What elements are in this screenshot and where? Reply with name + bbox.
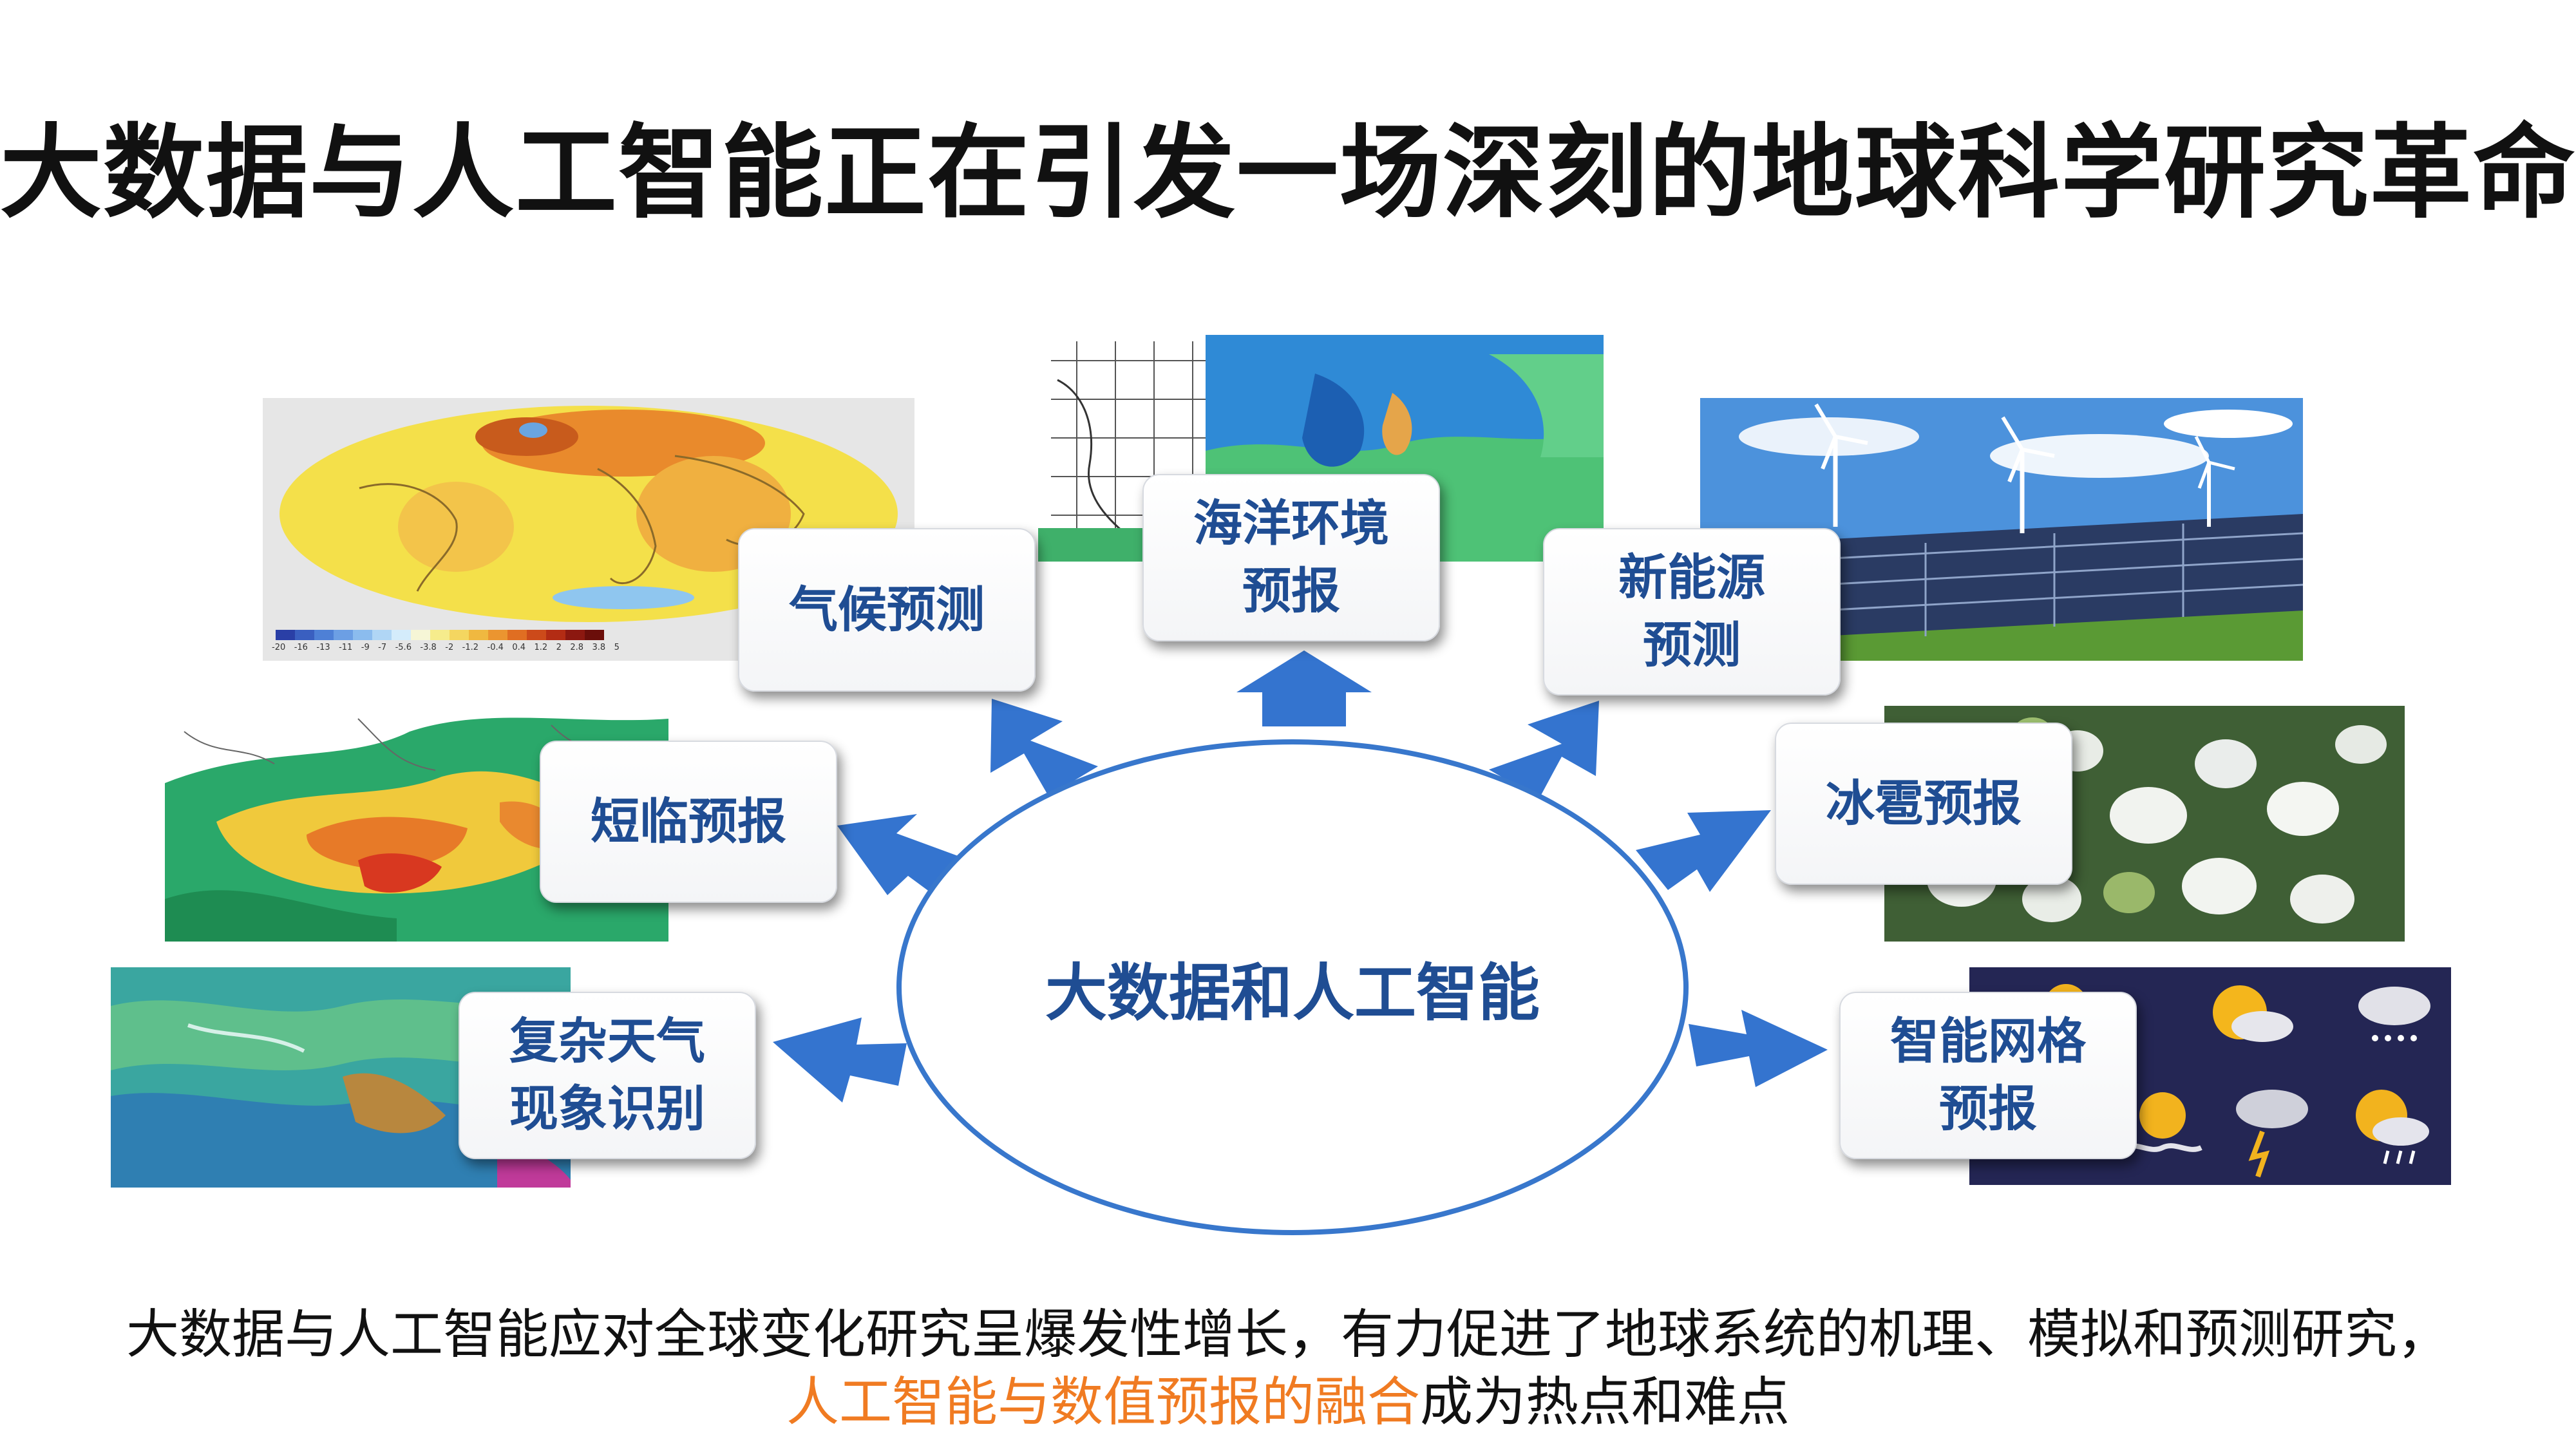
scale-tick: -16 xyxy=(294,643,308,652)
scale-tick: -5.6 xyxy=(395,643,412,652)
caption-highlight: 人工智能与数值预报的融合 xyxy=(786,1372,1420,1433)
node-complex: 复杂天气 现象识别 xyxy=(459,992,756,1159)
center-label: 大数据和人工智能 xyxy=(1045,956,1540,1029)
snow-cloud-icon xyxy=(2358,987,2430,1041)
node-grid: 智能网格 预报 xyxy=(1839,992,2137,1159)
node-ocean-line2: 预报 xyxy=(1242,562,1340,620)
sun-cloud-icon xyxy=(2213,985,2293,1042)
node-grid-line2: 预报 xyxy=(1939,1080,2037,1137)
scale-tick: 3.8 xyxy=(592,643,606,652)
scale-tick: 2.8 xyxy=(570,643,584,652)
page-title: 大数据与人工智能正在引发一场深刻的地球科学研究革命 xyxy=(0,114,2576,232)
climate-scale-ticks: -20 -16 -13 -11 -9 -7 -5.6 -3.8 -2 -1.2 … xyxy=(272,643,620,652)
node-climate-label: 气候预测 xyxy=(789,580,985,638)
scale-tick: -11 xyxy=(339,643,353,652)
scale-tick: 0.4 xyxy=(512,643,526,652)
scale-tick: -3.8 xyxy=(420,643,437,652)
center-ellipse: 大数据和人工智能 xyxy=(896,739,1689,1235)
scale-tick: -9 xyxy=(361,643,370,652)
sun-rain-icon xyxy=(2356,1090,2429,1164)
arrow-to-complex xyxy=(773,1018,907,1103)
scale-tick: -7 xyxy=(378,643,387,652)
arrow-to-ocean xyxy=(1236,650,1372,726)
node-energy-line1: 新能源 xyxy=(1618,549,1765,607)
node-nowcast-label: 短临预报 xyxy=(591,792,786,850)
node-hail-label: 冰雹预报 xyxy=(1826,774,2022,832)
node-nowcast: 短临预报 xyxy=(540,741,837,903)
caption-rest: 成为热点和难点 xyxy=(1420,1372,1790,1433)
node-energy-line2: 预测 xyxy=(1643,616,1741,674)
scale-tick: 1.2 xyxy=(534,643,548,652)
node-hail: 冰雹预报 xyxy=(1775,723,2072,885)
thunderstorm-icon xyxy=(2236,1090,2308,1178)
arrow-to-grid xyxy=(1689,1010,1828,1087)
caption-line-1: 大数据与人工智能应对全球变化研究呈爆发性增长，有力促进了地球系统的机理、模拟和预… xyxy=(126,1304,2450,1365)
scale-tick: 2 xyxy=(556,643,562,652)
scale-tick: 5 xyxy=(614,643,620,652)
arrow-to-hail xyxy=(1636,810,1771,892)
scale-tick: -0.4 xyxy=(487,643,504,652)
node-complex-line1: 复杂天气 xyxy=(509,1012,705,1070)
scale-tick: -1.2 xyxy=(462,643,479,652)
node-ocean: 海洋环境 预报 xyxy=(1142,474,1440,641)
scale-tick: -2 xyxy=(445,643,454,652)
scale-tick: -13 xyxy=(316,643,330,652)
node-ocean-line1: 海洋环境 xyxy=(1193,495,1389,553)
renewable-energy-image xyxy=(1700,398,2303,661)
scale-tick: -20 xyxy=(272,643,286,652)
node-grid-line1: 智能网格 xyxy=(1890,1012,2086,1070)
node-complex-line2: 现象识别 xyxy=(509,1080,705,1137)
caption-line-2: 人工智能与数值预报的融合成为热点和难点 xyxy=(0,1359,2576,1435)
node-energy: 新能源 预测 xyxy=(1543,528,1841,696)
node-climate: 气候预测 xyxy=(738,528,1036,692)
